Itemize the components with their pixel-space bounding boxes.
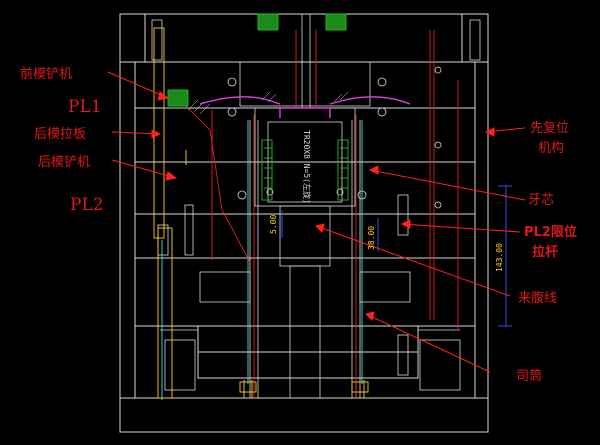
label-pl2-limit-rod-line2: 拉杆 [532,244,558,260]
leader-pl2-limit-rod [401,223,521,233]
mold-plates [119,13,489,433]
dim-143: 143.00 [495,243,504,272]
label-pl2: PL2 [70,195,104,215]
label-pl2-limit-rod-line1: PL2限位 [524,224,577,240]
label-sleeve: 司筒 [516,368,542,384]
top-clamp-plate [119,13,489,63]
leader-thread-core [369,169,526,201]
guide-rods [161,120,363,400]
leader-lines [107,71,526,373]
core-cavity-details [160,14,461,399]
ejector-retainer-plate [197,325,419,353]
label-early-reset-line1: 先复位 [530,121,569,136]
thread-core-green [167,13,349,201]
leader-wire [315,225,511,297]
ejector-housing [134,257,476,327]
label-front-mold-shovel: 前模铲机 [20,66,72,82]
label-pl2-limit-rod: PL2限位 拉杆 [524,224,581,260]
ejector-plate [197,351,419,379]
section-lines [179,30,459,398]
hatching [187,91,349,115]
leader-front-mold-shovel [107,71,169,99]
leader-rear-mold-shovel [111,159,177,179]
label-wire: 来腹线 [518,290,557,306]
label-rear-mold-shovel: 后模铲机 [38,155,90,170]
label-early-reset: 先复位 机构 [530,121,573,156]
leader-sleeve [365,313,491,373]
ejector-pins [153,27,369,399]
dim-38: 38.00 [367,226,376,250]
label-pl1: PL1 [68,97,102,117]
label-early-reset-line2: 机构 [538,141,564,156]
spacer-plate [134,213,476,259]
dim-5: 5.00 [269,215,278,234]
dimension-lines [281,185,512,327]
thread-engraving: TR20X8 N=5(左旋) [302,130,312,204]
label-rear-pull-plate: 后模拉板 [34,127,86,142]
label-thread-core: 牙芯 [528,193,554,208]
bottom-clamp-plate [119,397,489,433]
outer-frame [119,13,489,433]
product-outline [199,96,411,118]
